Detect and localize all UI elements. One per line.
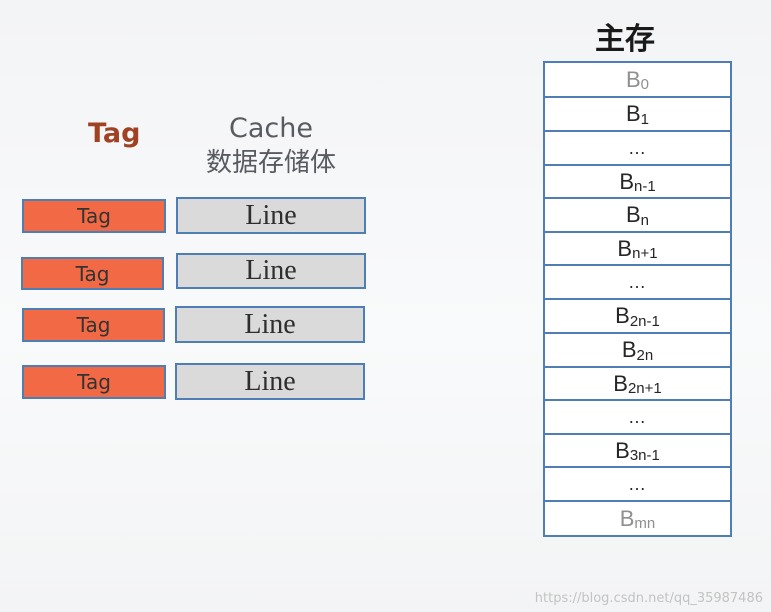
memory-block-label: … [628,271,647,292]
memory-block-index: 2n+1 [627,380,662,397]
memory-block-label: B [615,437,630,463]
memory-block-index: n+1 [632,245,658,262]
memory-ellipsis-row: … [545,466,730,500]
cache-line-box: Line [175,363,365,400]
cache-line-box: Line [176,197,366,234]
tag-column-header: Tag [88,118,141,149]
memory-block-label: B [625,101,641,126]
memory-block-label: B [625,66,641,92]
memory-block-label: … [628,406,647,427]
memory-block-label: B [617,235,633,261]
memory-block-index: n [640,211,650,229]
memory-ellipsis-row: … [545,130,730,164]
watermark: https://blog.csdn.net/qq_35987486 [534,591,763,606]
memory-block-index: mn [634,515,656,532]
memory-block-label: B [619,168,634,194]
memory-block-label: B [625,202,641,227]
cache-line-box: Line [176,253,366,289]
memory-block-index: 3n-1 [629,447,660,464]
cache-data-store-header: Cache 数据存储体 [196,112,346,180]
main-memory-title: 主存 [595,22,655,57]
memory-ellipsis-row: … [545,399,730,433]
cache-header-subtitle: 数据存储体 [205,148,336,178]
memory-block-label: B [613,370,628,396]
memory-block-index: 2n [636,346,654,364]
memory-block-index: n-1 [634,178,656,195]
cache-tag-box: Tag [22,199,166,233]
memory-block-index: 1 [640,110,650,128]
memory-block-label: … [628,473,647,494]
memory-block-index: 0 [640,76,650,93]
memory-ellipsis-row: … [545,264,730,298]
cache-line-box: Line [175,306,365,343]
cache-header-title: Cache [229,113,313,144]
cache-tag-box: Tag [22,365,166,399]
cache-tag-box: Tag [21,257,164,290]
memory-block-index: 2n-1 [629,312,660,330]
memory-block-label: B [619,505,635,531]
memory-block-label: B [615,303,630,328]
cache-tag-box: Tag [22,308,165,342]
memory-block-label: … [628,137,647,158]
memory-block-label: B [621,337,637,362]
